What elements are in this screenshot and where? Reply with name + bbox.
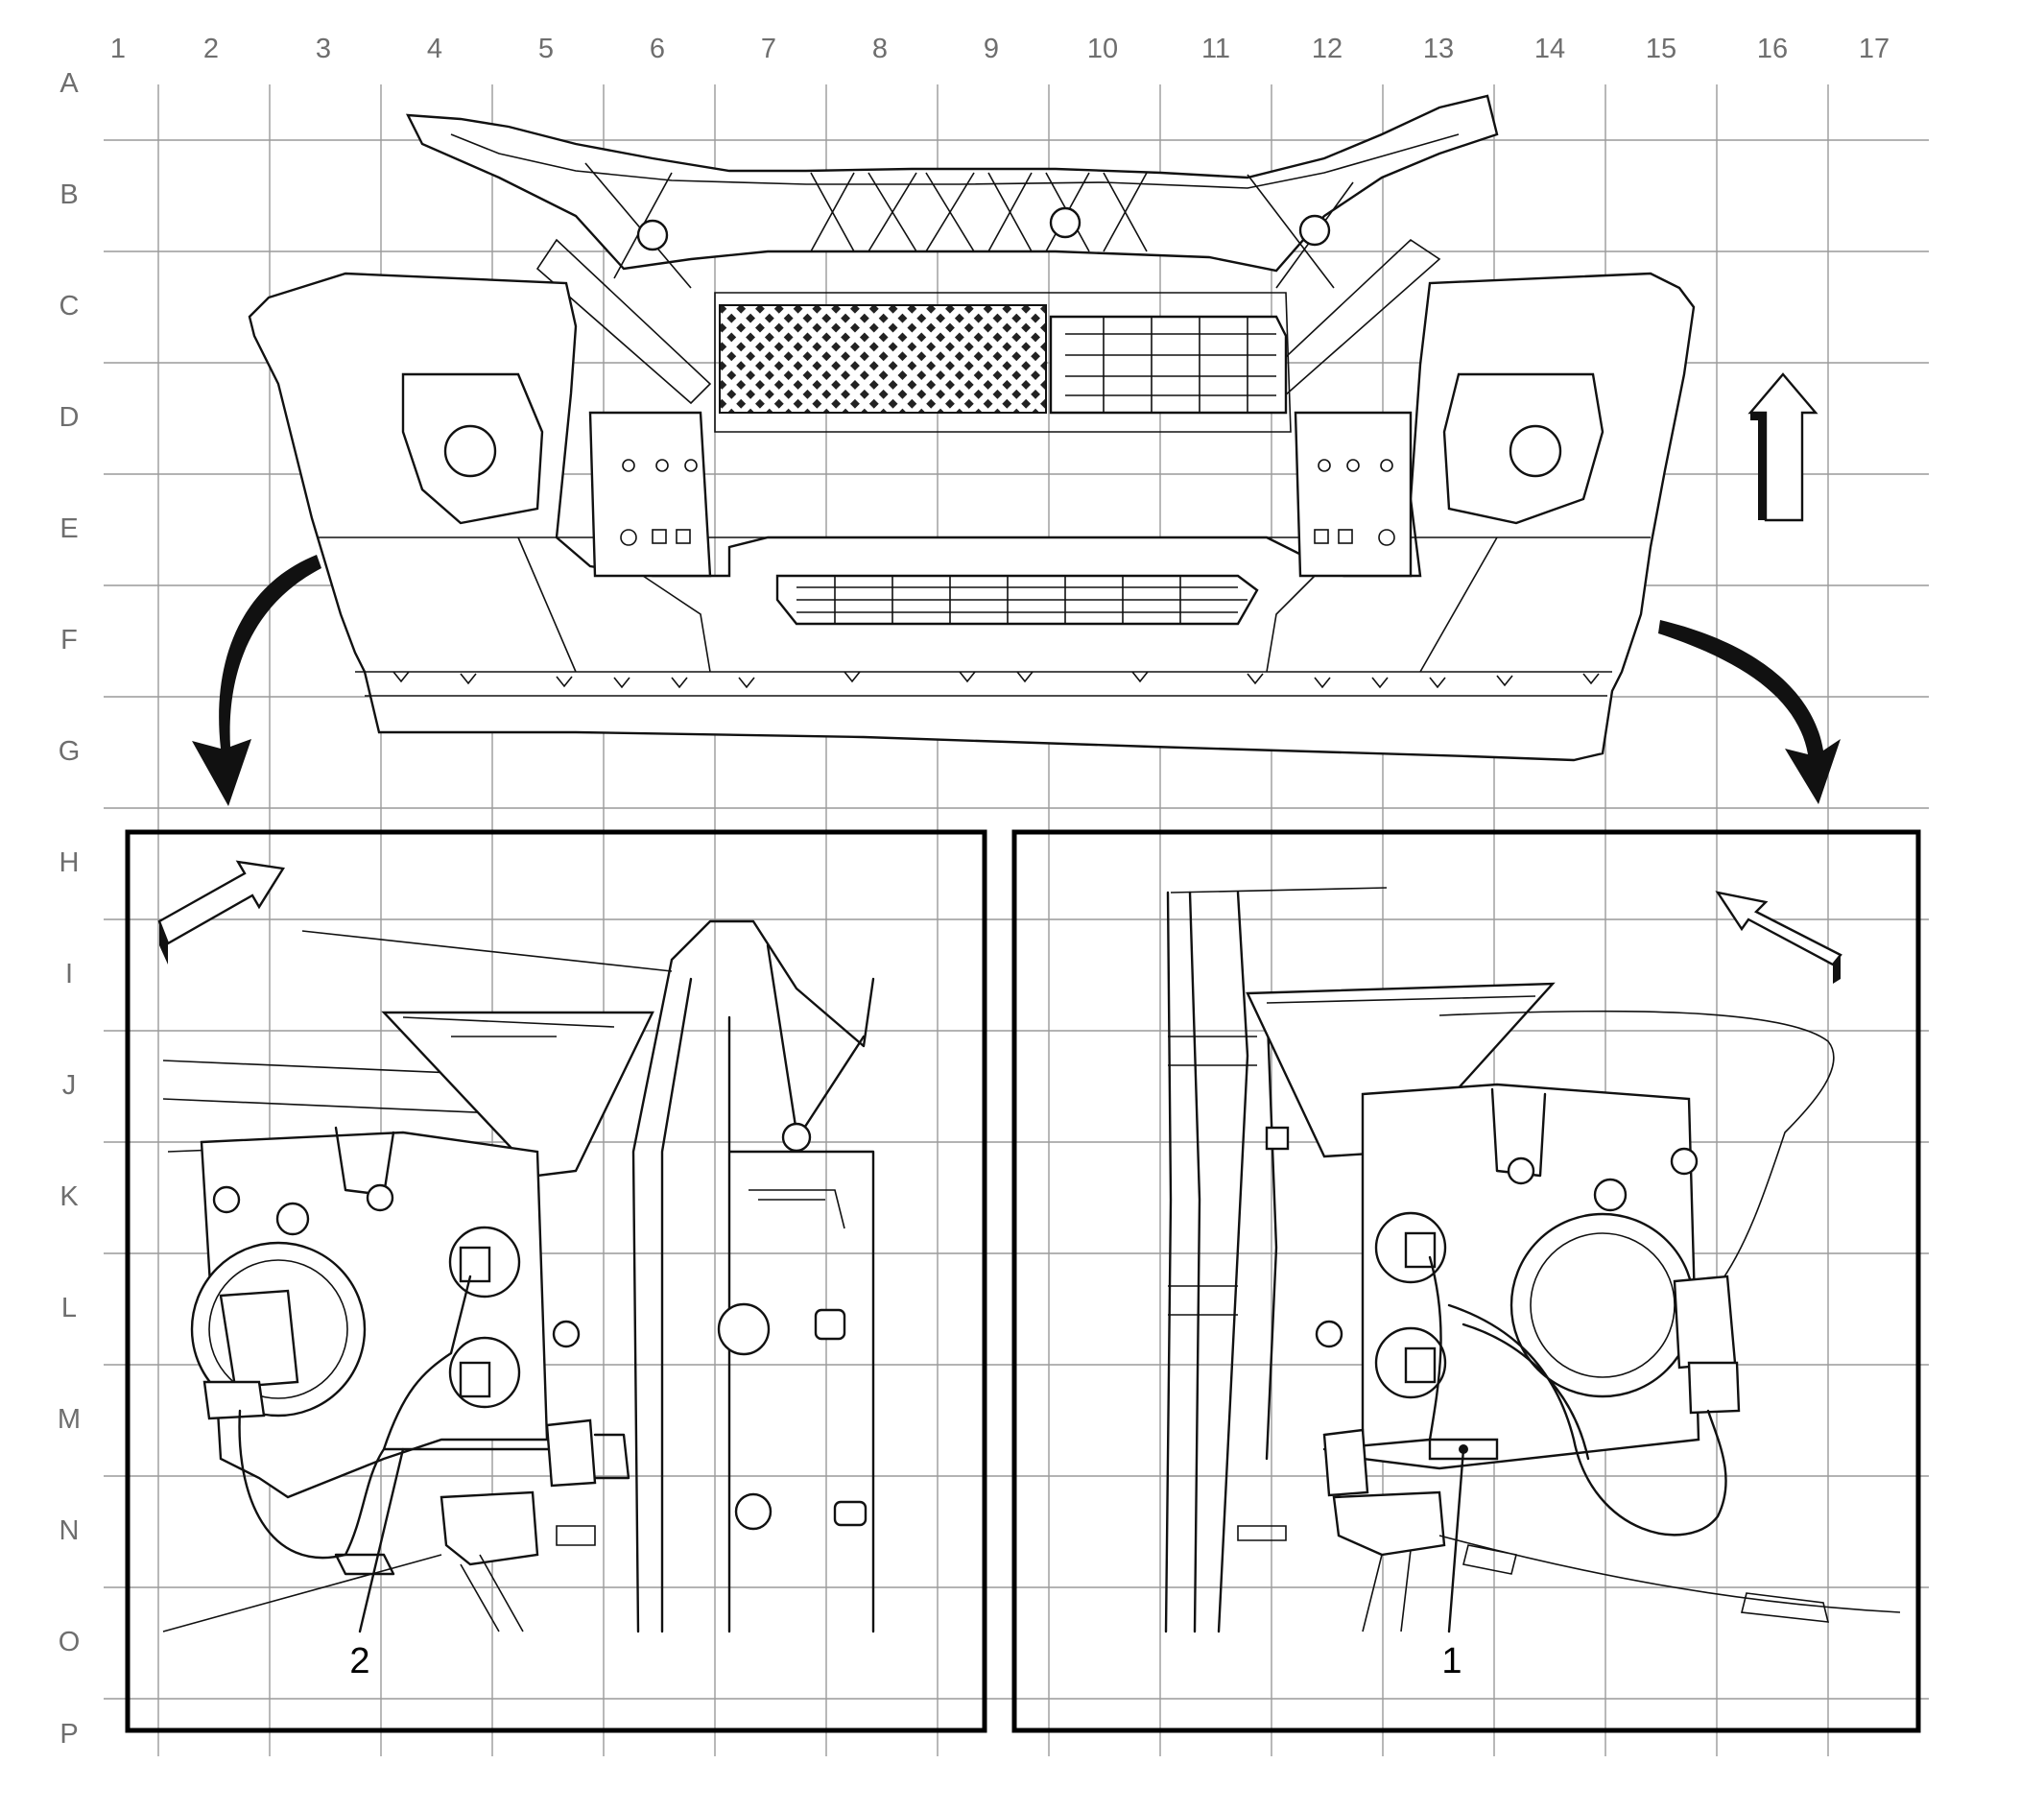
row-label: L [61,1293,77,1323]
harness-connector [1322,1428,1369,1497]
direction-arrow-icon [1715,891,1842,984]
row-label: D [59,402,80,433]
row-label: H [59,847,80,878]
column-label: 7 [761,34,776,64]
column-label: 9 [984,34,999,64]
row-label: K [59,1181,79,1212]
row-label: B [59,179,78,210]
row-label: N [59,1515,80,1546]
column-label: 5 [538,34,554,64]
left-fog-lamp-bulb [443,424,497,478]
row-label: E [59,513,78,544]
direction-arrow-icon [157,860,285,965]
column-label: 1 [110,34,126,64]
column-label: 8 [872,34,888,64]
row-label: C [59,291,80,322]
left-mount-plate [588,411,712,578]
row-labels: A B C D E F G H I J K L M N O P [58,68,81,1750]
column-label: 2 [203,34,219,64]
column-label: 12 [1312,34,1343,64]
upper-grille-mesh [719,304,1047,414]
left-detail-frame [125,829,987,1733]
column-label: 4 [427,34,442,64]
harness-connector [545,1418,597,1488]
column-label: 15 [1646,34,1676,64]
column-label: 10 [1087,34,1118,64]
row-label: F [60,625,78,655]
row-label: O [59,1627,81,1657]
left-detail-view [157,860,875,1633]
row-label: P [59,1719,78,1750]
curved-arrow-icon [192,555,1841,806]
right-detail-frame [1011,829,1921,1733]
column-label: 11 [1201,34,1230,64]
column-label: 17 [1859,34,1890,64]
callout-1-leader [1447,1447,1465,1633]
bumper-upper-bracket [405,94,1499,273]
column-label: 13 [1423,34,1454,64]
column-label: 6 [650,34,665,64]
up-arrow-icon [1747,372,1818,522]
row-label: A [59,68,79,99]
row-label: J [62,1070,77,1101]
bracket-bolt [1298,214,1331,247]
right-mount-plate [1294,411,1413,578]
front-bumper-assembly [248,94,1696,762]
column-label: 3 [316,34,331,64]
row-label: I [65,959,73,989]
right-fog-lamp-bulb [1509,424,1562,478]
row-label: G [59,736,81,767]
row-label: M [58,1404,81,1435]
column-labels: 1 2 3 4 5 6 7 8 9 10 11 12 13 14 15 16 1… [110,34,1890,64]
bracket-bolt [636,219,669,251]
callout-label-1: 1 [1441,1641,1462,1681]
lower-clips [392,671,1600,689]
callout-2-leader [358,1447,405,1633]
column-label: 14 [1534,34,1565,64]
column-label: 16 [1757,34,1788,64]
right-detail-view [1164,887,1901,1633]
callout-label-2: 2 [349,1641,369,1681]
upper-grille-bars [1049,315,1288,415]
bracket-bolt [1049,206,1081,239]
